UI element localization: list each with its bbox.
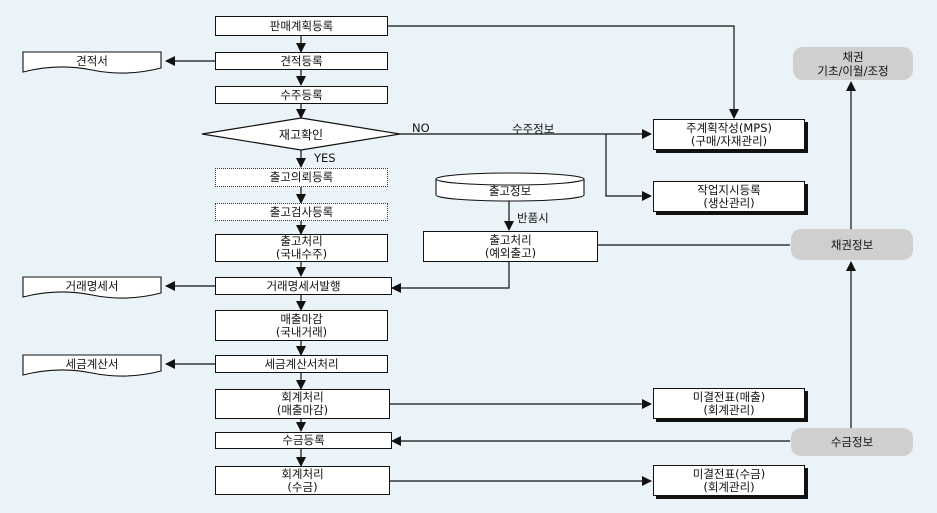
unposted-sales-line1: 미결전표(매출) xyxy=(692,389,766,404)
accounting-collection-box: 회계처리 (수금) xyxy=(215,466,390,495)
arrow-exception-to-statement xyxy=(391,262,510,293)
order-reg-label: 수주등록 xyxy=(280,87,323,102)
no-label: NO xyxy=(412,121,430,135)
tax-invoice-process-box: 세금계산서처리 xyxy=(215,355,388,373)
work-order-box: 작업지시등록 (생산관리) xyxy=(653,181,805,212)
bond-line1: 채권 xyxy=(842,49,864,64)
ship-request-box: 출고의뢰등록 xyxy=(215,168,388,187)
sales-plan-box: 판매계획등록 xyxy=(215,16,388,36)
mps-line2: (구매/자재관리) xyxy=(690,133,768,148)
sales-close-line2: (국내거래) xyxy=(275,324,328,339)
bond-line2: 기초/이월/조정 xyxy=(817,63,889,78)
sales-close-box: 매출마감 (국내거래) xyxy=(215,310,388,341)
estimate-document: 견적서 xyxy=(22,51,162,75)
on-return-label: 반품시 xyxy=(517,211,549,225)
ship-process-exception-line1: 출고처리 xyxy=(489,232,532,247)
ship-process-domestic-line1: 출고처리 xyxy=(280,234,323,248)
accounting-sales-line2: (매출마감) xyxy=(276,403,329,417)
document-shape-icon xyxy=(22,354,162,377)
ship-process-exception-box: 출고처리 (예외출고) xyxy=(423,231,598,262)
ship-process-domestic-box: 출고처리 (국내수주) xyxy=(215,234,388,262)
collection-reg-label: 수금등록 xyxy=(282,433,325,447)
work-order-line2: (생산관리) xyxy=(703,195,755,210)
tax-invoice-document-label: 세금계산서 xyxy=(65,357,119,371)
ship-info-label: 출고정보 xyxy=(488,184,532,198)
statement-document: 거래명세서 xyxy=(22,276,162,300)
order-reg-box: 수주등록 xyxy=(215,86,388,104)
statement-issue-label: 거래명세서발행 xyxy=(266,278,341,293)
ship-process-exception-line2: (예외출고) xyxy=(484,245,537,260)
collection-info-pill: 수금정보 xyxy=(791,428,913,456)
order-info-label: 수주정보 xyxy=(512,122,555,136)
estimate-reg-box: 견적등록 xyxy=(215,52,388,70)
ship-request-label: 출고의뢰등록 xyxy=(269,170,334,184)
statement-issue-box: 거래명세서발행 xyxy=(215,277,392,295)
unposted-sales-box: 미결전표(매출) (회계관리) xyxy=(653,388,805,419)
estimate-reg-label: 견적등록 xyxy=(280,53,323,68)
ship-inspect-box: 출고검사등록 xyxy=(215,203,388,221)
accounting-sales-box: 회계처리 (매출마감) xyxy=(215,389,390,419)
unposted-collection-box: 미결전표(수금) (회계관리) xyxy=(653,465,805,496)
storage-cylinder-icon xyxy=(435,172,585,202)
arrow-to-work-order xyxy=(605,134,652,201)
tax-invoice-process-label: 세금계산서처리 xyxy=(264,356,339,371)
unposted-collection-line1: 미결전표(수금) xyxy=(692,466,766,481)
mps-line1: 주계획작성(MPS) xyxy=(685,120,773,135)
statement-document-label: 거래명세서 xyxy=(65,279,119,293)
stock-check-label: 재고확인 xyxy=(278,128,324,142)
accounting-collection-line1: 회계처리 xyxy=(281,466,324,481)
collection-info-label: 수금정보 xyxy=(830,435,874,449)
collection-reg-box: 수금등록 xyxy=(215,432,392,449)
work-order-line1: 작업지시등록 xyxy=(697,182,761,197)
yes-label: YES xyxy=(314,151,336,165)
sales-plan-label: 판매계획등록 xyxy=(269,18,334,33)
sales-close-line1: 매출마감 xyxy=(280,311,323,326)
arrow-plan-to-mps xyxy=(388,25,739,119)
stock-check-diamond xyxy=(201,117,401,151)
bond-pill: 채권 기초/이월/조정 xyxy=(793,47,913,80)
mps-box: 주계획작성(MPS) (구매/자재관리) xyxy=(653,119,805,150)
document-shape-icon xyxy=(22,276,162,299)
document-shape-icon xyxy=(22,51,162,74)
estimate-document-label: 견적서 xyxy=(76,54,108,68)
accounting-sales-line1: 회계처리 xyxy=(281,390,324,404)
unposted-sales-line2: (회계관리) xyxy=(703,402,755,417)
bond-info-pill: 채권정보 xyxy=(791,229,913,260)
unposted-collection-line2: (회계관리) xyxy=(703,479,755,494)
ship-inspect-label: 출고검사등록 xyxy=(269,204,334,219)
accounting-collection-line2: (수금) xyxy=(287,479,318,494)
bond-info-label: 채권정보 xyxy=(830,237,874,252)
tax-invoice-document: 세금계산서 xyxy=(22,354,162,378)
ship-process-domestic-line2: (국내수주) xyxy=(275,247,328,261)
